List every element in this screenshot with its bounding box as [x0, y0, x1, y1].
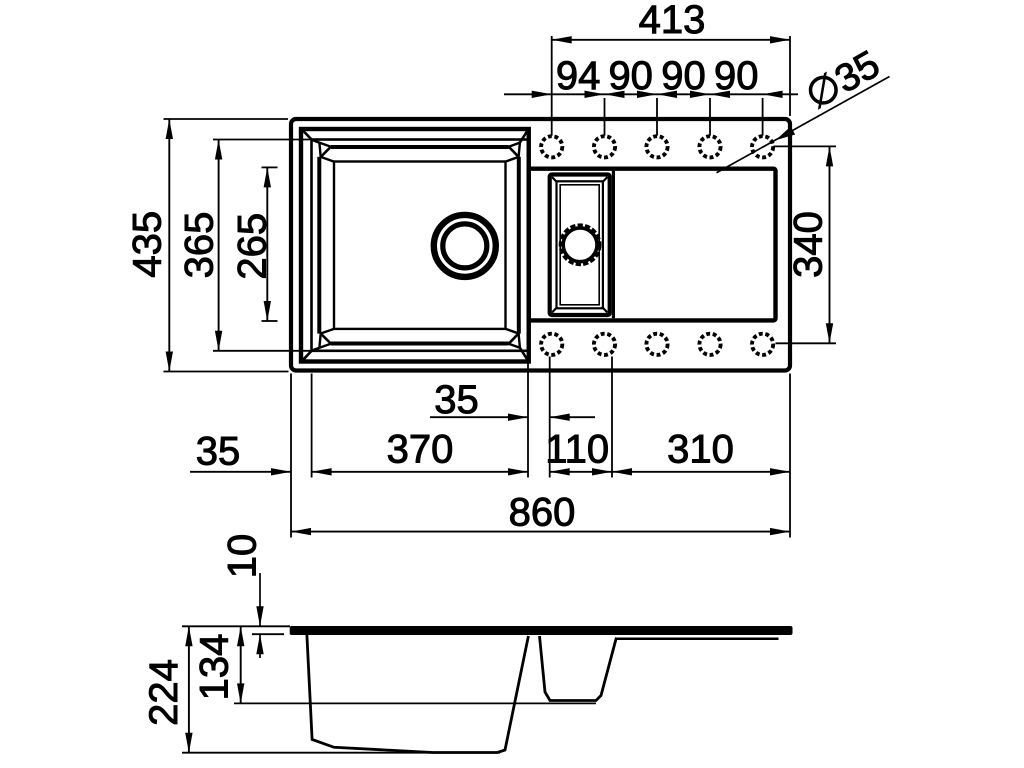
svg-text:435: 435	[126, 211, 170, 278]
svg-text:265: 265	[231, 213, 275, 280]
svg-text:35: 35	[434, 378, 479, 422]
svg-text:90: 90	[714, 54, 759, 98]
svg-text:860: 860	[509, 490, 576, 534]
svg-text:110: 110	[545, 428, 609, 472]
svg-text:90: 90	[661, 54, 706, 98]
svg-text:370: 370	[387, 428, 454, 472]
svg-text:224: 224	[142, 659, 186, 726]
svg-text:310: 310	[667, 428, 734, 472]
svg-text:35: 35	[196, 429, 241, 473]
svg-text:134: 134	[193, 634, 237, 701]
svg-text:340: 340	[786, 211, 830, 278]
svg-text:10: 10	[220, 534, 264, 579]
svg-text:413: 413	[639, 0, 706, 42]
svg-text:90: 90	[608, 54, 653, 98]
svg-text:365: 365	[178, 212, 222, 279]
svg-text:94: 94	[556, 54, 601, 98]
